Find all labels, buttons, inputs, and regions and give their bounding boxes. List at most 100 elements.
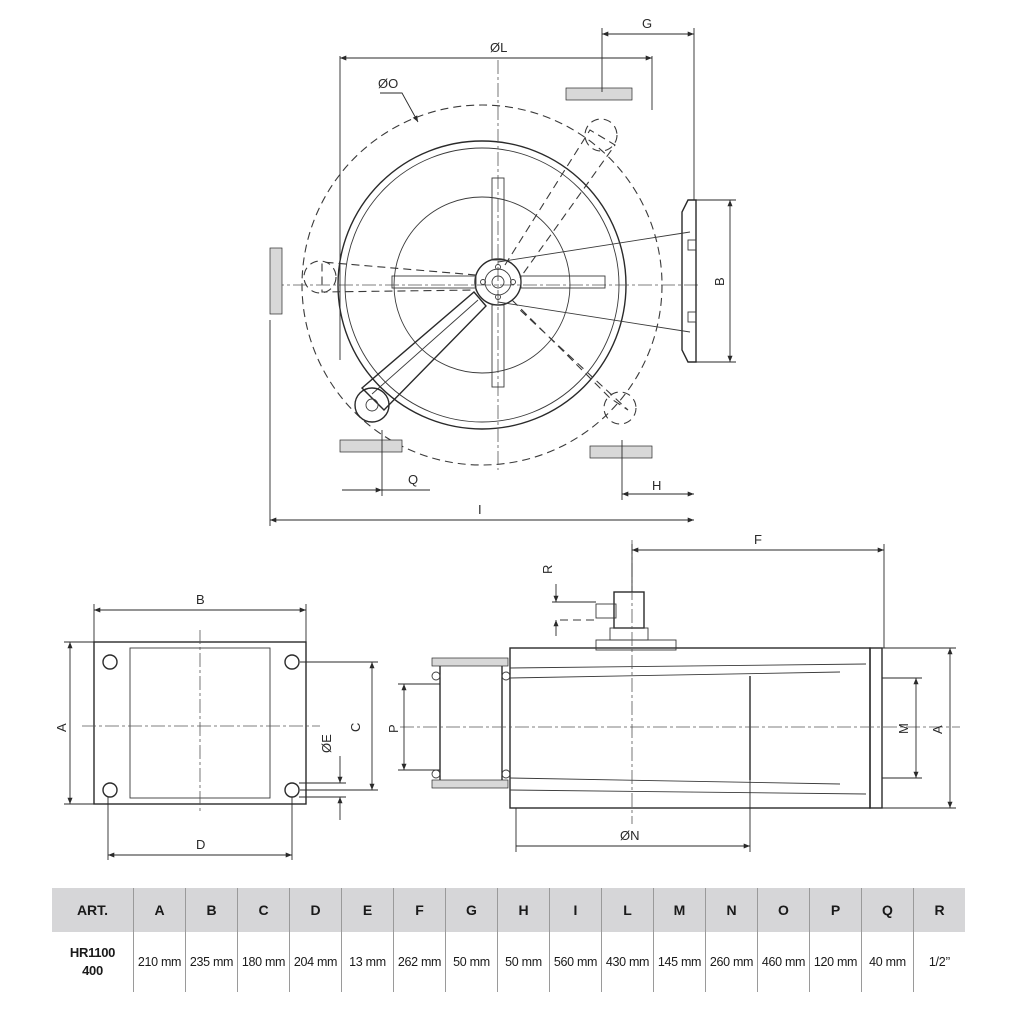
dim-O-leader [380, 92, 419, 123]
arm-dashed-upper-right [504, 129, 616, 279]
arm-dashed-left [321, 261, 477, 293]
mount-hole [284, 782, 300, 798]
header-l: L [601, 888, 654, 932]
header-e: E [341, 888, 394, 932]
header-d: D [289, 888, 342, 932]
drum-line [509, 663, 867, 669]
cell-p: 120 mm [809, 932, 862, 992]
hub-bolt [480, 279, 486, 285]
drum-line [509, 789, 867, 795]
spec-header-row: ART. A B C D E F G H I L M N O P Q R [52, 888, 965, 932]
dim-G-label: G [642, 16, 652, 31]
dim-A-label: A [930, 725, 945, 734]
plate-bolt [687, 239, 697, 251]
cell-g: 50 mm [445, 932, 498, 992]
dim-I-label: I [478, 502, 482, 517]
header-i: I [549, 888, 602, 932]
arm-solid [360, 291, 487, 411]
dim-O-label: ØO [378, 76, 398, 91]
cell-e: 13 mm [341, 932, 394, 992]
spoke-top [491, 177, 505, 261]
drum-line [509, 671, 841, 679]
mount-hole [284, 654, 300, 670]
cell-m: 145 mm [653, 932, 706, 992]
swivel-body [613, 591, 645, 629]
drum-line [509, 777, 841, 785]
cell-art: HR1100 400 [52, 932, 134, 992]
header-n: N [705, 888, 758, 932]
cell-i: 560 mm [549, 932, 602, 992]
technical-drawing: ØL G ØO B Q H I [54, 16, 960, 860]
cell-a: 210 mm [133, 932, 186, 992]
pivot-lower-left-pin [365, 398, 379, 412]
flange-bolt [501, 769, 511, 779]
hub-bolt [510, 279, 516, 285]
flange-bolt [431, 671, 441, 681]
dim-D-label: D [196, 837, 205, 852]
dim-P-label: P [386, 724, 401, 733]
front-view: R F P M A ØN [386, 532, 960, 852]
art-code: HR1100 [69, 945, 116, 960]
flange-bolt [501, 671, 511, 681]
dim-L-label: ØL [490, 40, 507, 55]
dim-F-label: F [754, 532, 762, 547]
header-f: F [393, 888, 446, 932]
mount-hole [102, 654, 118, 670]
cell-r: 1/2’’ [913, 932, 965, 992]
arm-solid-inner [371, 299, 479, 395]
cell-q: 40 mm [861, 932, 914, 992]
bracket-lower-right [589, 445, 653, 459]
cell-n: 260 mm [705, 932, 758, 992]
cell-f: 262 mm [393, 932, 446, 992]
header-r: R [913, 888, 965, 932]
art-code-suffix: 400 [82, 963, 103, 978]
header-p: P [809, 888, 862, 932]
top-view: ØL G ØO B Q H I [269, 16, 736, 526]
right-end-plate [869, 647, 883, 809]
header-art: ART. [52, 888, 134, 932]
cell-o: 460 mm [757, 932, 810, 992]
header-h: H [497, 888, 550, 932]
dim-C-label: C [348, 723, 363, 732]
flange-bracket-top [431, 657, 509, 667]
header-m: M [653, 888, 706, 932]
cell-d: 204 mm [289, 932, 342, 992]
header-c: C [237, 888, 290, 932]
spoke-left [391, 275, 477, 289]
header-o: O [757, 888, 810, 932]
swivel-base [595, 639, 677, 651]
arm-dashed-lower-right [511, 299, 629, 411]
table-row: HR1100 400 210 mm 235 mm 180 mm 204 mm 13… [52, 932, 965, 992]
spoke-right [520, 275, 606, 289]
dim-H-label: H [652, 478, 661, 493]
mount-hole [102, 782, 118, 798]
cell-h: 50 mm [497, 932, 550, 992]
dim-M-label: M [896, 723, 911, 734]
left-flange [439, 659, 503, 787]
cell-c: 180 mm [237, 932, 290, 992]
bracket-lower-left [339, 439, 403, 453]
dim-R-label: R [540, 565, 555, 574]
bracket-left [269, 247, 283, 315]
cell-l: 430 mm [601, 932, 654, 992]
side-view: B A C ØE D [54, 592, 378, 860]
pivot-left [303, 260, 337, 294]
header-q: Q [861, 888, 914, 932]
swivel-collar [609, 627, 649, 641]
flange-bracket-bottom [431, 779, 509, 789]
spoke-bottom [491, 304, 505, 388]
flange-bolt [431, 769, 441, 779]
spec-table: ART. A B C D E F G H I L M N O P Q R HR1… [52, 888, 965, 992]
dim-B-label: B [196, 592, 205, 607]
dim-A-label: A [54, 723, 69, 732]
header-g: G [445, 888, 498, 932]
dim-N-label: ØN [620, 828, 640, 843]
projection-line [497, 231, 691, 263]
projection-line [497, 301, 691, 333]
swivel-inlet [595, 603, 617, 619]
cell-b: 235 mm [185, 932, 238, 992]
header-b: B [185, 888, 238, 932]
pivot-lower-left [354, 387, 390, 423]
header-a: A [133, 888, 186, 932]
dim-B-label: B [712, 277, 727, 286]
